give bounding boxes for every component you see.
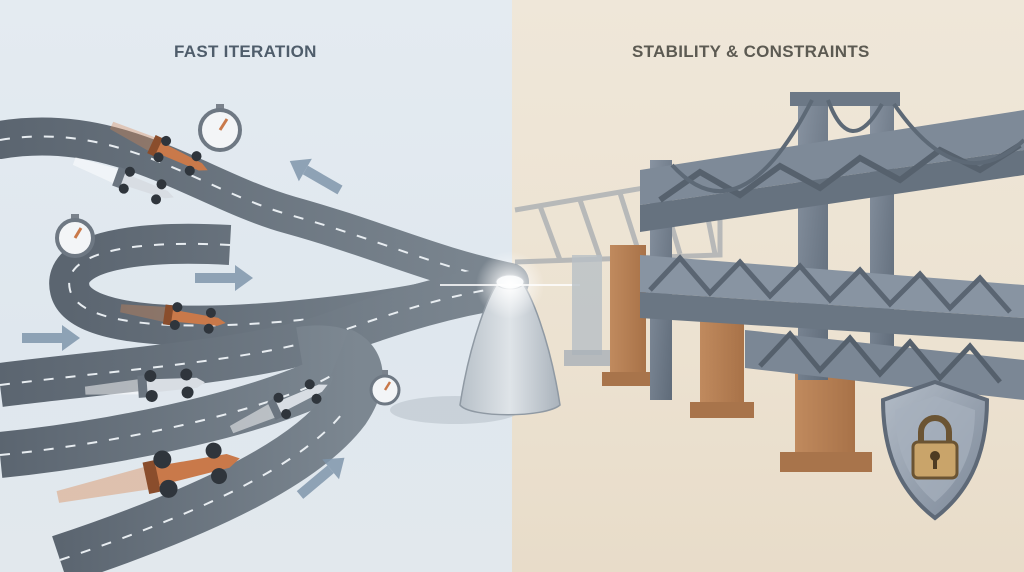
motion-arrow: [296, 457, 345, 499]
steel-truss-bridge: [514, 92, 1024, 472]
race-car-orange: [109, 121, 208, 176]
glass-cone-pivot: [390, 251, 580, 424]
race-car-white: [229, 379, 328, 434]
race-car-orange: [56, 442, 240, 503]
motion-arrow: [22, 325, 80, 351]
padlock-shield-icon: [880, 379, 990, 521]
stopwatch-icon: [369, 370, 401, 406]
stability-constraints-heading: STABILITY & CONSTRAINTS: [632, 42, 870, 61]
stopwatch-icon: [198, 104, 242, 152]
motion-arrow: [289, 158, 343, 195]
race-car-orange: [120, 302, 226, 334]
stopwatch-icon: [55, 214, 95, 258]
fast-iteration-heading: FAST ITERATION: [174, 42, 317, 61]
race-cars: [56, 121, 328, 503]
race-car-white: [72, 157, 174, 205]
motion-arrows: [22, 158, 345, 499]
motion-arrow: [195, 265, 253, 291]
race-track-roads: [0, 117, 529, 572]
race-car-white: [84, 368, 205, 402]
